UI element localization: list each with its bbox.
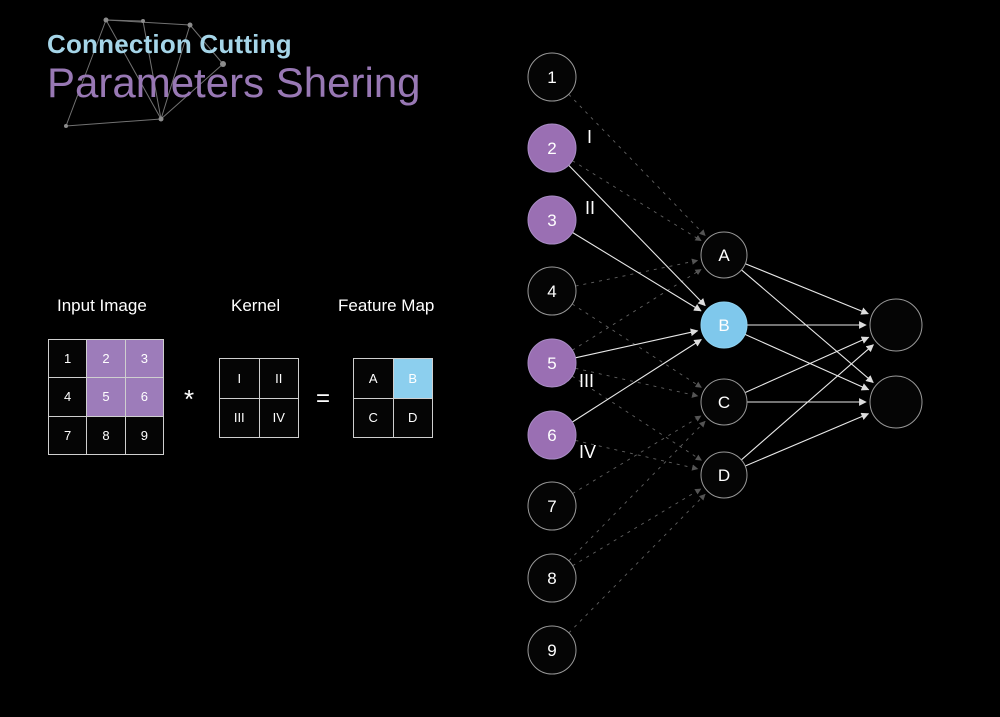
output-node-2 xyxy=(869,375,923,429)
input-node-label: 6 xyxy=(547,426,556,445)
kernel-cell-II: II xyxy=(259,359,298,398)
active-connections xyxy=(568,164,874,467)
input-layer: 1 2 3 4 5 6 7 8 9 I II III IV xyxy=(527,52,596,675)
slide-subtitle: Connection Cutting xyxy=(47,29,292,59)
hidden-node-label: B xyxy=(718,316,729,335)
input-node-label: 3 xyxy=(547,211,556,230)
feature-cell-D: D xyxy=(393,398,432,437)
input-cell-1: 1 xyxy=(49,340,87,378)
input-cell-9: 9 xyxy=(125,416,163,454)
hidden-layer: A B C D xyxy=(700,231,748,499)
input-node-label: 2 xyxy=(547,139,556,158)
roman-label-4: IV xyxy=(579,442,596,462)
input-cell-5: 5 xyxy=(87,378,125,416)
input-cell-8: 8 xyxy=(87,416,125,454)
kernel-grid: I II III IV xyxy=(219,358,299,438)
hidden-node-C xyxy=(700,378,748,426)
output-layer xyxy=(869,298,923,429)
input-node-label: 1 xyxy=(547,68,556,87)
input-cell-6: 6 xyxy=(125,378,163,416)
input-node-8 xyxy=(527,553,577,603)
kernel-cell-I: I xyxy=(220,359,259,398)
hidden-node-label: C xyxy=(718,393,730,412)
kernel-cell-III: III xyxy=(220,398,259,437)
equals-operator: = xyxy=(316,385,331,412)
feature-cell-B: B xyxy=(393,359,432,398)
input-node-4 xyxy=(527,266,577,316)
input-node-2 xyxy=(527,123,577,173)
output-node-1 xyxy=(869,298,923,352)
input-node-3 xyxy=(527,195,577,245)
input-node-label: 7 xyxy=(547,497,556,516)
feature-cell-C: C xyxy=(354,398,393,437)
input-cell-7: 7 xyxy=(49,416,87,454)
input-node-7 xyxy=(527,481,577,531)
feature-map-label: Feature Map xyxy=(338,296,435,315)
input-node-9 xyxy=(527,625,577,675)
input-cell-3: 3 xyxy=(125,340,163,378)
slide-title: Parameters Shering xyxy=(47,59,421,106)
input-node-label: 4 xyxy=(547,282,556,301)
kernel-cell-IV: IV xyxy=(259,398,298,437)
hidden-node-label: D xyxy=(718,466,730,485)
input-node-label: 8 xyxy=(547,569,556,588)
roman-label-2: II xyxy=(585,198,595,218)
input-node-6 xyxy=(527,410,577,460)
input-node-label: 9 xyxy=(547,641,556,660)
input-node-1 xyxy=(527,52,577,102)
feature-map-grid: A B C D xyxy=(353,358,433,438)
feature-cell-A: A xyxy=(354,359,393,398)
input-cell-4: 4 xyxy=(49,378,87,416)
hidden-node-A xyxy=(700,231,748,279)
hidden-node-B xyxy=(700,301,748,349)
hidden-node-D xyxy=(700,451,748,499)
hidden-node-label: A xyxy=(718,246,730,265)
input-image-label: Input Image xyxy=(57,296,147,315)
input-cell-2: 2 xyxy=(87,340,125,378)
roman-label-3: III xyxy=(579,371,594,391)
multiply-operator: * xyxy=(184,384,195,414)
roman-label-1: I xyxy=(587,127,592,147)
pruned-connections xyxy=(568,93,706,634)
input-image-grid: 1 2 3 4 5 6 7 8 9 xyxy=(48,339,164,455)
constellation-decoration xyxy=(64,17,226,128)
input-node-label: 5 xyxy=(547,354,556,373)
kernel-label: Kernel xyxy=(231,296,281,315)
input-node-5 xyxy=(527,338,577,388)
title-block: Connection Cutting Parameters Shering xyxy=(47,29,421,105)
